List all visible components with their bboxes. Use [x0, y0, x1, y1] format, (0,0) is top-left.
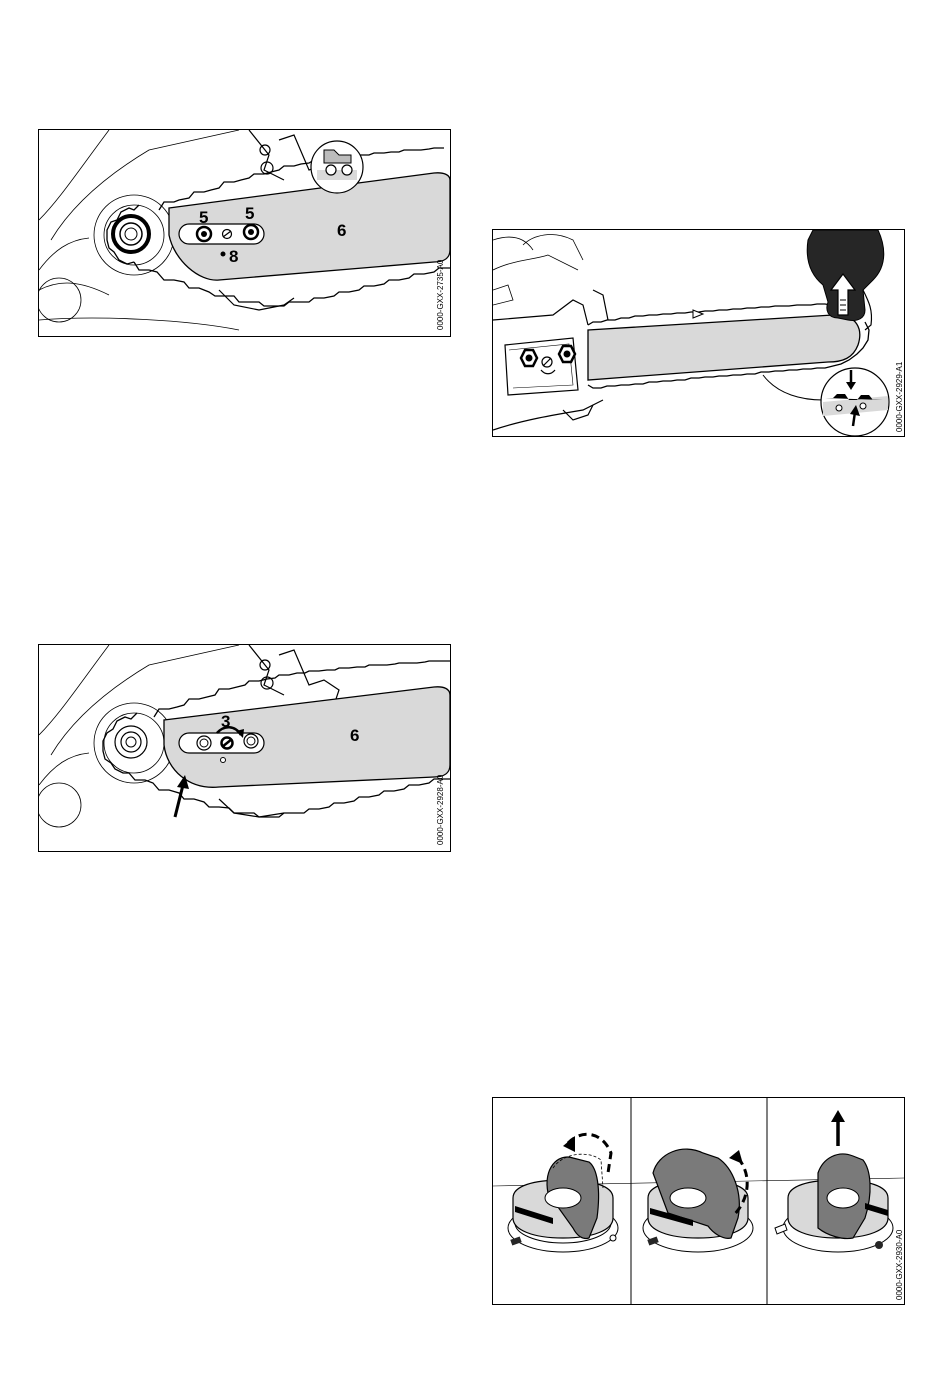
push-arrow-icon [175, 785, 183, 817]
chainsaw-glove-illustration: 0000-GXX-2929-A1 [493, 230, 904, 436]
figure-chain-tension-loosen: 5 5 6 8 0000-GXX-2735-A0 [38, 129, 451, 337]
callout-nut-right: 5 [245, 204, 254, 223]
chainsaw-side-illustration: 3 6 0000-GXX-2928-A0 [39, 645, 450, 851]
tank-cap-sequence-illustration: 0000-GXX-2930-A0 [493, 1098, 904, 1304]
callout-hole: 8 [229, 247, 238, 266]
figure-chain-tension-adjust: 3 6 0000-GXX-2928-A0 [38, 644, 451, 852]
chainsaw-side-illustration: 5 5 6 8 0000-GXX-2735-A0 [39, 130, 450, 336]
detail-magnifier [311, 141, 363, 193]
nut-icon [197, 736, 211, 750]
tank-cap-step-2 [643, 1149, 753, 1252]
callout-nut-left: 5 [199, 208, 208, 227]
nut-icon [244, 734, 258, 748]
figure-code: 0000-GXX-2930-A0 [895, 1229, 904, 1300]
sprocket-nut-icon [113, 216, 149, 252]
figure-code: 0000-GXX-2735-A0 [436, 259, 445, 330]
tank-cap-step-1 [508, 1134, 618, 1252]
figure-code: 0000-GXX-2929-A1 [895, 361, 904, 432]
guide-bar [588, 315, 860, 380]
figure-chain-tension-check: 0000-GXX-2929-A1 [492, 229, 905, 437]
figure-tank-cap-removal: 0000-GXX-2930-A0 [492, 1097, 905, 1305]
callout-guide-bar: 6 [350, 726, 359, 745]
callout-tension-screw: 3 [221, 712, 230, 731]
figure-code: 0000-GXX-2928-A0 [436, 774, 445, 845]
callout-guide-bar: 6 [337, 221, 346, 240]
adjusting-hole-marker [221, 252, 226, 257]
tank-cap-step-3 [775, 1110, 893, 1252]
sprocket-nut-icon [115, 726, 147, 758]
